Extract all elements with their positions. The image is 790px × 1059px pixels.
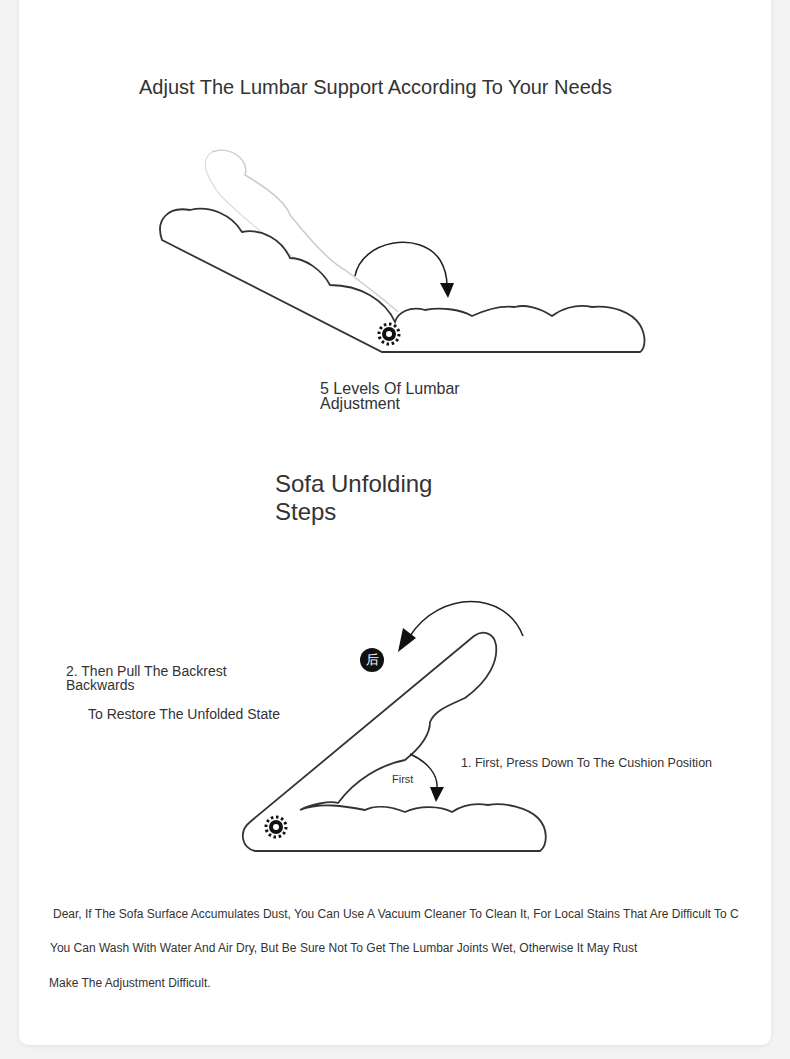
page-title: Adjust The Lumbar Support According To Y… — [139, 76, 612, 99]
pull-arrow — [410, 602, 523, 637]
badge-text: 后 — [366, 651, 379, 669]
pivot-gear — [266, 817, 286, 837]
step-label: 2. Then Pull The Backrest Backwards — [66, 664, 256, 692]
step-label: 1. First, Press Down To The Cushion Posi… — [461, 756, 712, 771]
adjust-arrow — [355, 242, 447, 286]
section-heading: Sofa Unfolding Steps — [275, 470, 465, 526]
caption-label: 5 Levels Of Lumbar Adjustment — [320, 381, 485, 411]
sofa-outline — [160, 209, 644, 352]
arrow-head — [398, 628, 416, 652]
sofa-outline — [243, 633, 546, 851]
arrow-head — [440, 283, 454, 298]
step-marker: First — [392, 773, 413, 786]
care-note: Make The Adjustment Difficult. — [49, 976, 211, 990]
care-note: You Can Wash With Water And Air Dry, But… — [50, 941, 637, 955]
direction-badge: 后 — [360, 648, 384, 672]
arrow-head — [430, 787, 444, 802]
pivot-gear — [379, 324, 399, 344]
step-label: To Restore The Unfolded State — [88, 706, 280, 722]
card — [19, 0, 771, 1045]
care-note: Dear, If The Sofa Surface Accumulates Du… — [53, 907, 739, 921]
press-arrow — [410, 754, 437, 788]
